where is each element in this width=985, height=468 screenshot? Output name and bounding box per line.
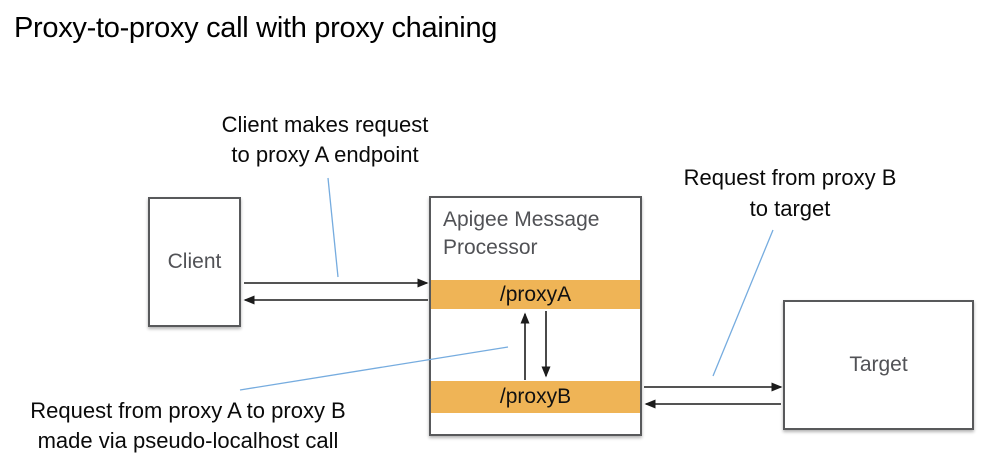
annotation-client-request-line2: to proxy A endpoint [231, 142, 419, 167]
target-box: Target [783, 300, 974, 430]
connector-target-annotation [712, 229, 774, 377]
client-box: Client [148, 197, 241, 327]
proxy-a-endpoint-bar: /proxyA [431, 280, 640, 309]
annotation-proxya-to-proxyb-line2: made via pseudo-localhost call [37, 428, 339, 453]
annotation-proxyb-to-target-line2: to target [749, 196, 831, 221]
annotation-proxya-to-proxyb: Request from proxy A to proxy B made via… [8, 396, 368, 456]
diagram-title: Proxy-to-proxy call with proxy chaining [14, 12, 498, 44]
annotation-proxyb-to-target-line1: Request from proxy B [683, 165, 897, 190]
annotation-proxya-to-proxyb-line1: Request from proxy A to proxy B [30, 398, 346, 423]
connector-client-annotation [327, 177, 339, 278]
proxy-b-endpoint-bar: /proxyB [431, 381, 640, 413]
client-label: Client [167, 250, 222, 273]
annotation-client-request: Client makes request to proxy A endpoint [190, 110, 460, 170]
target-label: Target [849, 353, 908, 376]
annotation-client-request-line1: Client makes request [221, 112, 429, 137]
annotation-proxyb-to-target: Request from proxy B to target [665, 162, 915, 224]
message-processor-label: Apigee Message Processor [443, 208, 600, 259]
message-processor-box: Apigee Message Processor /proxyA /proxyB [429, 196, 642, 436]
proxy-a-label: /proxyA [499, 282, 572, 306]
proxy-b-label: /proxyB [499, 385, 572, 408]
